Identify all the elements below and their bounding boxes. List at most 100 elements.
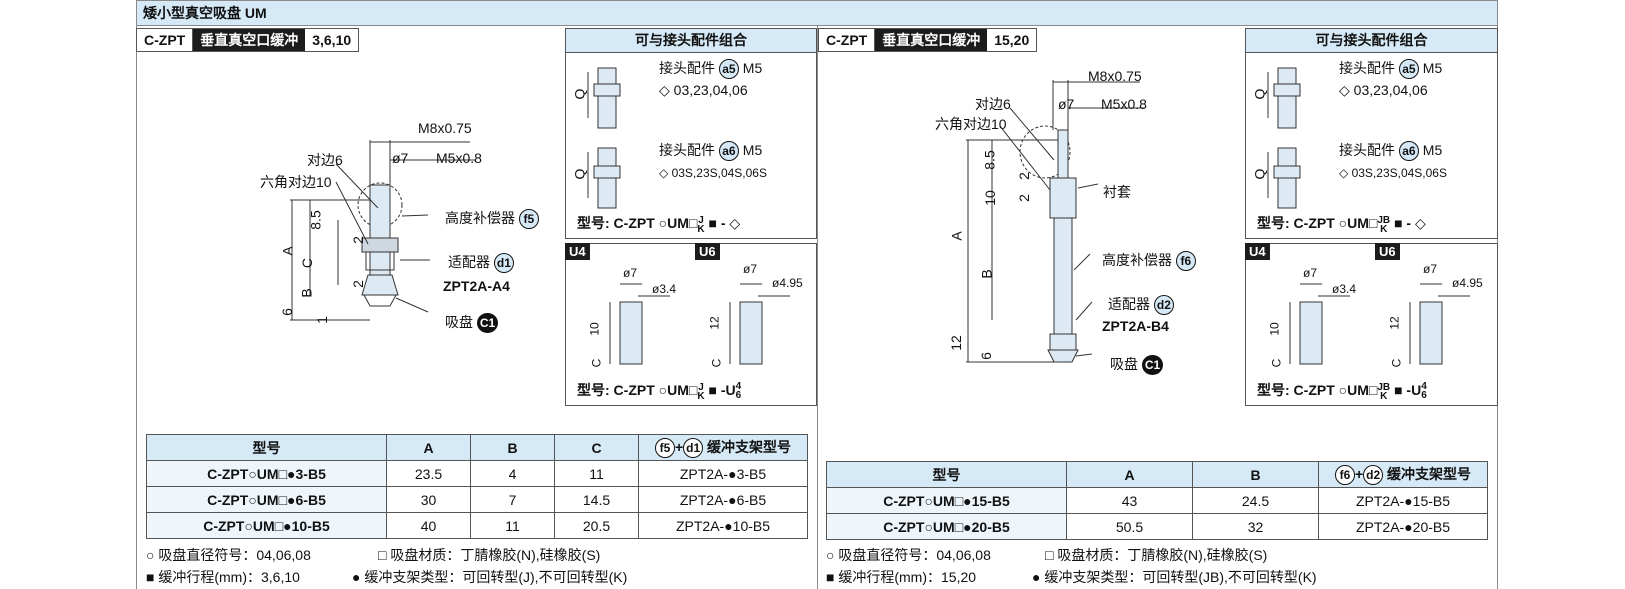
dim-10-label: 10 — [981, 190, 998, 206]
a-cell: 30 — [386, 486, 471, 513]
th-model: 型号 — [826, 461, 1067, 488]
note-bracket-type-text: 缓冲支架类型：可回转型(JB),不可回转型(K) — [1044, 569, 1317, 585]
dim-6-label: 6 — [278, 308, 295, 316]
code-f5-badge: f5 — [518, 209, 539, 229]
square-icon: □ — [688, 215, 698, 231]
note-bracket-type-text: 缓冲支架类型：可回转型(J),不可回转型(K) — [364, 569, 628, 585]
hex-label: 六角对边10 — [260, 174, 332, 190]
q-label-a5: Q — [1251, 88, 1268, 100]
fitting-a5-options: ◇ 03,23,04,06 — [659, 82, 748, 99]
circle-icon: ○ — [1338, 382, 1348, 398]
circle-icon: ○ — [924, 518, 933, 535]
model-um: UM — [256, 491, 279, 508]
model-k: K — [1380, 391, 1388, 402]
fitting-a5-label: 接头配件 a5 M5 — [659, 58, 762, 79]
table-header-row: 型号 A B f6+d2 缓冲支架型号 — [826, 461, 1488, 488]
square-icon: □ — [1368, 382, 1378, 398]
bracket-pre: ZPT2A- — [1355, 518, 1405, 535]
circle-icon: ○ — [1338, 215, 1348, 231]
model-k: K — [697, 391, 705, 402]
bracket-suf: 3-B5 — [736, 465, 767, 482]
square-icon: □ — [954, 492, 964, 509]
u6-phi7: ø7 — [743, 262, 758, 276]
sleeve-label: 衬套 — [1103, 184, 1131, 200]
bracket-suf: 10-B5 — [732, 517, 771, 534]
square-icon: □ — [378, 547, 387, 563]
model-cell: C-ZPT○UM□●10-B5 — [146, 512, 387, 539]
dot-icon: ● — [1404, 518, 1413, 535]
table-row: C-ZPT○UM□●6-B5 30 7 14.5 ZPT2A-●6-B5 — [146, 486, 808, 513]
dim-12-label: 12 — [947, 335, 964, 351]
table-row: C-ZPT○UM□●3-B5 23.5 4 11 ZPT2A-●3-B5 — [146, 460, 808, 487]
header-prefix: C-ZPT — [819, 29, 876, 51]
c-cell: 11 — [554, 460, 639, 487]
model-suf: 20-B5 — [971, 518, 1010, 535]
bracket-pre: ZPT2A- — [675, 517, 725, 534]
u6-dim-12: 12 — [1387, 316, 1402, 330]
header-name: 垂直真空口缓冲 — [875, 29, 988, 51]
dim-6-label: 6 — [977, 352, 994, 360]
header-prefix: C-ZPT — [137, 29, 194, 51]
a-cell: 40 — [386, 512, 471, 539]
model-suf: 10-B5 — [291, 517, 330, 534]
u6-tag: U6 — [1375, 243, 1400, 260]
square-icon: □ — [1368, 215, 1378, 231]
note-diameter: ○ 吸盘直径符号：04,06,08 — [146, 545, 311, 565]
model-um: UM — [667, 215, 689, 231]
u4-phi34: ø3.4 — [652, 282, 677, 296]
compensator-label: 高度补偿器 f5 — [445, 208, 539, 229]
model-pre: C-ZPT — [207, 491, 249, 508]
dim-85-label: 8.5 — [981, 150, 998, 170]
th-b: B — [470, 434, 555, 461]
table-row: C-ZPT○UM□●10-B5 40 11 20.5 ZPT2A-●10-B5 — [146, 512, 808, 539]
table-header-row: 型号 A B C f5+d1 缓冲支架型号 — [146, 434, 808, 461]
bracket-pre: ZPT2A- — [1355, 492, 1405, 509]
bracket-suf: 20-B5 — [1412, 518, 1451, 535]
right-u-drawings — [1289, 283, 1470, 365]
filled-square-icon: ■ — [1394, 382, 1403, 398]
left-section-header: C-ZPT 垂直真空口缓冲 3,6,10 — [136, 28, 360, 52]
dot-icon: ● — [724, 517, 733, 534]
adapter-text: 适配器 — [1108, 296, 1150, 312]
hex-label: 六角对边10 — [935, 116, 1007, 132]
model-k: K — [1380, 224, 1388, 235]
thread-m5-label: M5x0.8 — [1101, 96, 1147, 112]
u-size-6: 6 — [735, 390, 742, 401]
model-pre: C-ZPT — [883, 492, 925, 509]
left-fitting-a5-drawing — [587, 67, 621, 209]
u4-tag: U4 — [1245, 243, 1270, 260]
dot-icon: ● — [963, 518, 972, 535]
b-cell: 11 — [470, 512, 555, 539]
note-bracket-type: ● 缓冲支架类型：可回转型(J),不可回转型(K) — [352, 567, 627, 587]
circle-icon: ○ — [248, 491, 257, 508]
fitting-box-title: 可与接头配件组合 — [1246, 29, 1497, 53]
model-tail: - — [720, 215, 726, 231]
dot-icon: ● — [1404, 492, 1413, 509]
note-stroke: ■ 缓冲行程(mm)：15,20 — [826, 567, 976, 587]
a-cell: 50.5 — [1066, 513, 1193, 540]
model-prefix: 型号: C-ZPT — [1257, 382, 1335, 398]
code-d2-badge: d2 — [1153, 295, 1174, 315]
u4-tag: U4 — [565, 243, 590, 260]
phi7-label: ø7 — [1058, 96, 1075, 112]
code-f6-badge: f6 — [1334, 465, 1355, 485]
diamond-icon: ◇ — [1414, 215, 1426, 231]
circle-icon: ○ — [826, 547, 835, 563]
bracket-header-text: 缓冲支架型号 — [1387, 466, 1472, 482]
table-row: C-ZPT○UM□●15-B5 43 24.5 ZPT2A-●15-B5 — [826, 487, 1488, 514]
adapter-model: ZPT2A-A4 — [443, 278, 510, 294]
fitting-a5-options: ◇ 03,23,04,06 — [1339, 82, 1428, 99]
note-stroke-text: 缓冲行程(mm)：3,6,10 — [158, 569, 300, 585]
circle-icon: ○ — [658, 215, 668, 231]
right-fitting-a5-drawing — [1267, 67, 1301, 209]
model-prefix: 型号: C-ZPT — [577, 215, 655, 231]
u-size-4: 4 — [1421, 381, 1427, 392]
u4-phi7: ø7 — [623, 266, 638, 280]
dot-icon: ● — [728, 465, 737, 482]
u4-dim-10: 10 — [587, 322, 602, 336]
model-cell: C-ZPT○UM□●20-B5 — [826, 513, 1067, 540]
adapter-text: 适配器 — [448, 254, 490, 270]
